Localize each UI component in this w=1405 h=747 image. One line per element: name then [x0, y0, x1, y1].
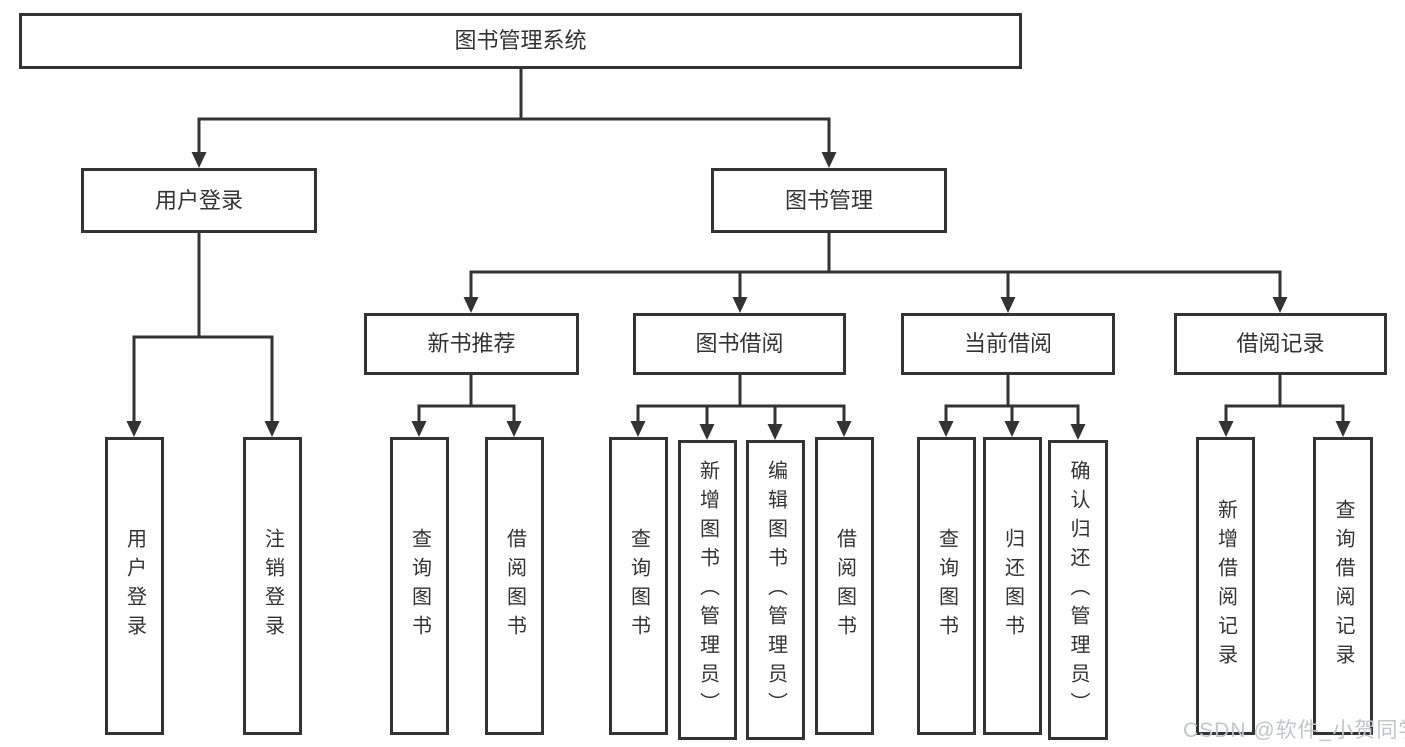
- arrowhead: [767, 424, 783, 440]
- leaf-user-login: 用户登录: [105, 437, 164, 735]
- arrowhead: [463, 297, 479, 313]
- connector-current-group: [944, 373, 1080, 427]
- arrowhead: [938, 421, 954, 437]
- leaf-add-books-admin: 新增图书（管理员）: [678, 440, 737, 740]
- leaf-add-borrow-record: 新增借阅记录: [1196, 437, 1255, 735]
- arrowhead: [1272, 297, 1288, 313]
- node-borrow-records: 借阅记录: [1174, 313, 1387, 375]
- connector-recommend-group: [417, 373, 516, 424]
- leaf-edit-books-admin: 编辑图书（管理员）: [746, 440, 805, 740]
- arrowhead: [630, 421, 646, 437]
- leaf-borrow-books-recommend: 借阅图书: [485, 437, 544, 735]
- arrowhead: [836, 421, 852, 437]
- arrowhead: [699, 424, 715, 440]
- arrowhead: [264, 421, 280, 437]
- arrowhead: [411, 421, 427, 437]
- leaf-query-books-current: 查询图书: [917, 437, 976, 735]
- arrowhead: [191, 152, 207, 168]
- node-user-login: 用户登录: [81, 168, 317, 233]
- leaf-confirm-return-admin: 确认归还（管理员）: [1048, 440, 1108, 740]
- arrowhead: [1218, 421, 1234, 437]
- leaf-logout: 注销登录: [243, 437, 302, 735]
- leaf-query-borrow-record: 查询借阅记录: [1313, 437, 1373, 735]
- arrowhead: [1070, 424, 1086, 440]
- arrowhead: [1004, 421, 1020, 437]
- leaf-borrow-books: 借阅图书: [815, 437, 874, 735]
- arrowhead: [821, 152, 837, 168]
- connector-borrow-group: [636, 373, 846, 427]
- node-root: 图书管理系统: [19, 13, 1022, 69]
- node-current-borrow: 当前借阅: [901, 313, 1115, 375]
- arrowhead: [1000, 297, 1016, 313]
- connector-root-to-level2: [197, 67, 831, 155]
- arrowhead: [506, 421, 522, 437]
- arrowhead: [126, 421, 142, 437]
- arrowhead: [1335, 421, 1351, 437]
- leaf-query-books-recommend: 查询图书: [390, 437, 449, 735]
- node-book-borrow: 图书借阅: [633, 313, 846, 375]
- connector-book-mgmt-to-level3: [469, 231, 1282, 300]
- leaf-return-books: 归还图书: [983, 437, 1042, 735]
- connector-records-group: [1224, 373, 1345, 424]
- node-book-management: 图书管理: [711, 168, 947, 233]
- watermark: CSDN @软件_小贺同学: [1183, 719, 1405, 742]
- leaf-query-books-borrow: 查询图书: [609, 437, 668, 735]
- connector-login-group: [132, 231, 274, 424]
- node-new-book-recommend: 新书推荐: [364, 313, 579, 375]
- arrowhead: [732, 297, 748, 313]
